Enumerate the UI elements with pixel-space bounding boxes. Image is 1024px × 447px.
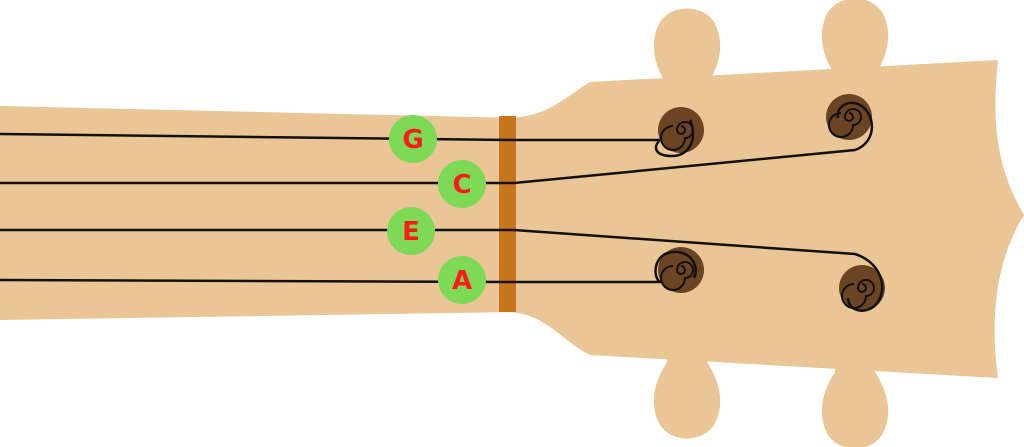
tuning-peg-g bbox=[658, 107, 704, 153]
string-e bbox=[0, 228, 884, 312]
note-marker-a: A bbox=[438, 256, 486, 304]
note-marker-c: C bbox=[438, 160, 486, 208]
note-marker-g: G bbox=[389, 115, 437, 163]
string-g bbox=[0, 119, 695, 158]
note-label-g: G bbox=[402, 125, 423, 155]
note-label-a: A bbox=[452, 266, 472, 296]
nut bbox=[499, 116, 516, 312]
note-label-c: C bbox=[452, 170, 471, 200]
string-a bbox=[0, 250, 697, 284]
tuning-peg-c bbox=[826, 94, 872, 140]
note-label-e: E bbox=[402, 217, 420, 247]
ukulele-headstock bbox=[505, 60, 1024, 378]
tuning-peg-e bbox=[839, 265, 885, 311]
note-marker-e: E bbox=[387, 207, 435, 255]
ukulele-neck bbox=[0, 106, 520, 320]
string-c bbox=[0, 101, 873, 185]
